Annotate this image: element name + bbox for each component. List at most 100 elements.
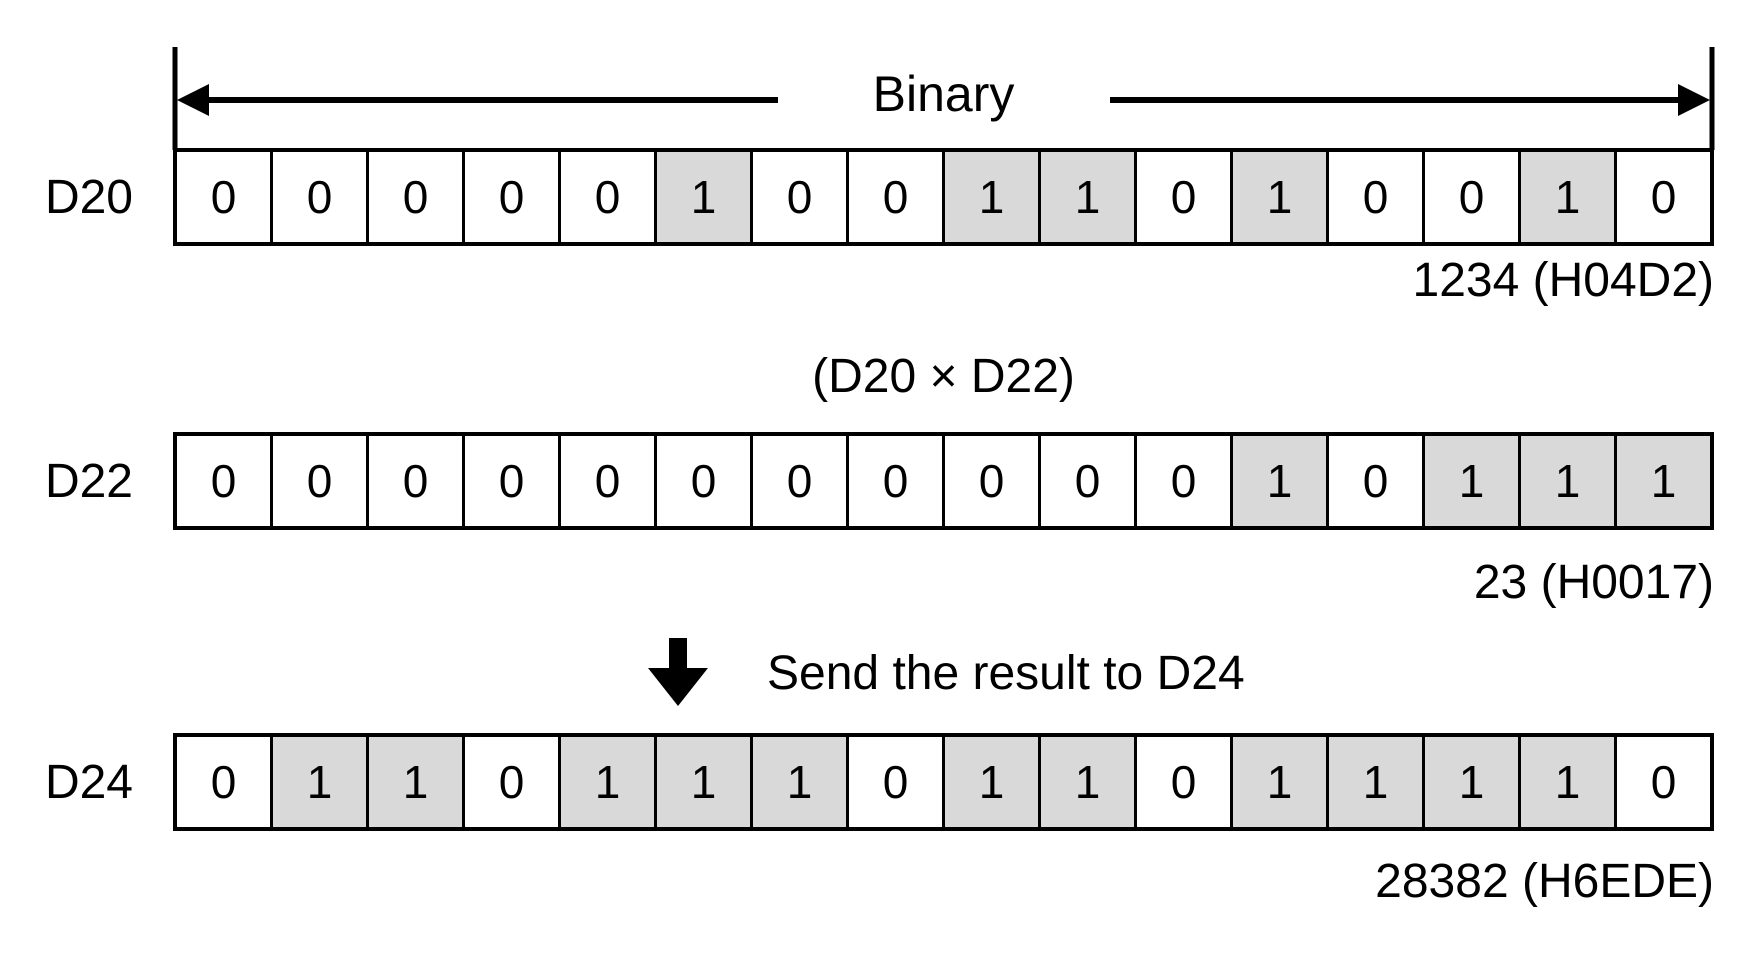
bit-cell: 0 [942,436,1038,526]
bit-cell: 0 [1326,152,1422,242]
register-value-label: 23 (H0017) [1473,556,1714,609]
bit-value: 0 [306,455,333,507]
register-name: D20 [44,170,133,224]
bit-cell: 0 [270,436,366,526]
bit-value: 1 [1554,756,1581,808]
send-result-label: Send the result to D24 [767,647,1245,700]
register-value-label: 1234 (H04D2) [1412,254,1715,307]
bit-value: 1 [1074,171,1101,223]
bit-value: 0 [690,455,717,507]
bit-cell: 1 [1614,436,1710,526]
bit-cell: 0 [558,152,654,242]
bit-value: 0 [882,455,909,507]
operation-label: (D20 × D22) [812,350,1075,403]
bit-value: 0 [498,756,525,808]
bit-value: 1 [978,171,1005,223]
bit-cell: 1 [942,737,1038,827]
down-arrow-icon [648,638,708,706]
bit-cell: 1 [654,152,750,242]
bit-cell: 0 [366,436,462,526]
register-name: D22 [44,454,133,508]
bit-value: 0 [786,171,813,223]
bit-cell: 0 [1134,152,1230,242]
bit-value: 1 [402,756,429,808]
bit-cell: 0 [1134,737,1230,827]
bit-value: 0 [306,171,333,223]
bit-value: 0 [1170,756,1197,808]
bit-cell: 0 [750,152,846,242]
bit-value: 0 [594,455,621,507]
bit-value: 0 [210,756,237,808]
bit-cell: 1 [1518,436,1614,526]
bit-cell: 0 [270,152,366,242]
bit-cell: 0 [750,436,846,526]
bit-value: 0 [498,455,525,507]
bit-value: 0 [402,171,429,223]
bit-cell: 0 [846,152,942,242]
bit-value: 0 [1074,455,1101,507]
register-name: D24 [44,755,133,809]
bit-cell: 0 [654,436,750,526]
bit-cell: 0 [1614,737,1710,827]
bit-value: 1 [978,756,1005,808]
bit-cell: 0 [846,737,942,827]
bit-cell: 0 [846,436,942,526]
bit-value: 1 [1074,756,1101,808]
bit-value: 1 [1650,455,1677,507]
bit-value: 0 [498,171,525,223]
bit-cell: 0 [558,436,654,526]
bit-value: 0 [882,756,909,808]
bit-value: 1 [1362,756,1389,808]
bit-cell: 1 [270,737,366,827]
bit-value: 1 [594,756,621,808]
bit-cell: 0 [462,737,558,827]
register-value-label: 28382 (H6EDE) [1375,855,1714,908]
bit-cell: 1 [1422,737,1518,827]
bit-value: 1 [690,756,717,808]
bit-cell: 1 [1230,152,1326,242]
bit-cell: 0 [1614,152,1710,242]
bit-value: 0 [594,171,621,223]
bit-value: 1 [1266,171,1293,223]
bit-value: 1 [1554,171,1581,223]
bit-value: 0 [882,171,909,223]
bit-value: 0 [1650,756,1677,808]
bit-cell: 0 [1326,436,1422,526]
bit-value: 0 [1362,171,1389,223]
bit-value: 0 [978,455,1005,507]
bit-cell: 1 [558,737,654,827]
bit-value: 0 [1458,171,1485,223]
bit-value: 1 [1458,455,1485,507]
bit-cell: 1 [1038,152,1134,242]
bit-value: 0 [1650,171,1677,223]
bit-cell: 1 [1038,737,1134,827]
bit-cell: 0 [177,737,270,827]
bit-cell: 0 [177,436,270,526]
binary-label: Binary [872,66,1015,122]
bit-value: 0 [1170,171,1197,223]
bit-value: 0 [1362,455,1389,507]
bit-cell: 1 [1422,436,1518,526]
bit-cell: 1 [1518,737,1614,827]
bit-cell: 0 [1422,152,1518,242]
bit-value: 0 [786,455,813,507]
bit-cell: 1 [1230,737,1326,827]
bit-value: 1 [306,756,333,808]
bit-cell: 1 [1230,436,1326,526]
bit-value: 0 [210,455,237,507]
bit-cell: 1 [1326,737,1422,827]
bit-cell: 0 [1134,436,1230,526]
bit-value: 1 [1266,455,1293,507]
bit-cell: 1 [1518,152,1614,242]
bit-cell: 1 [654,737,750,827]
bit-cell: 0 [177,152,270,242]
bit-cell: 0 [1038,436,1134,526]
bit-cell: 0 [462,436,558,526]
